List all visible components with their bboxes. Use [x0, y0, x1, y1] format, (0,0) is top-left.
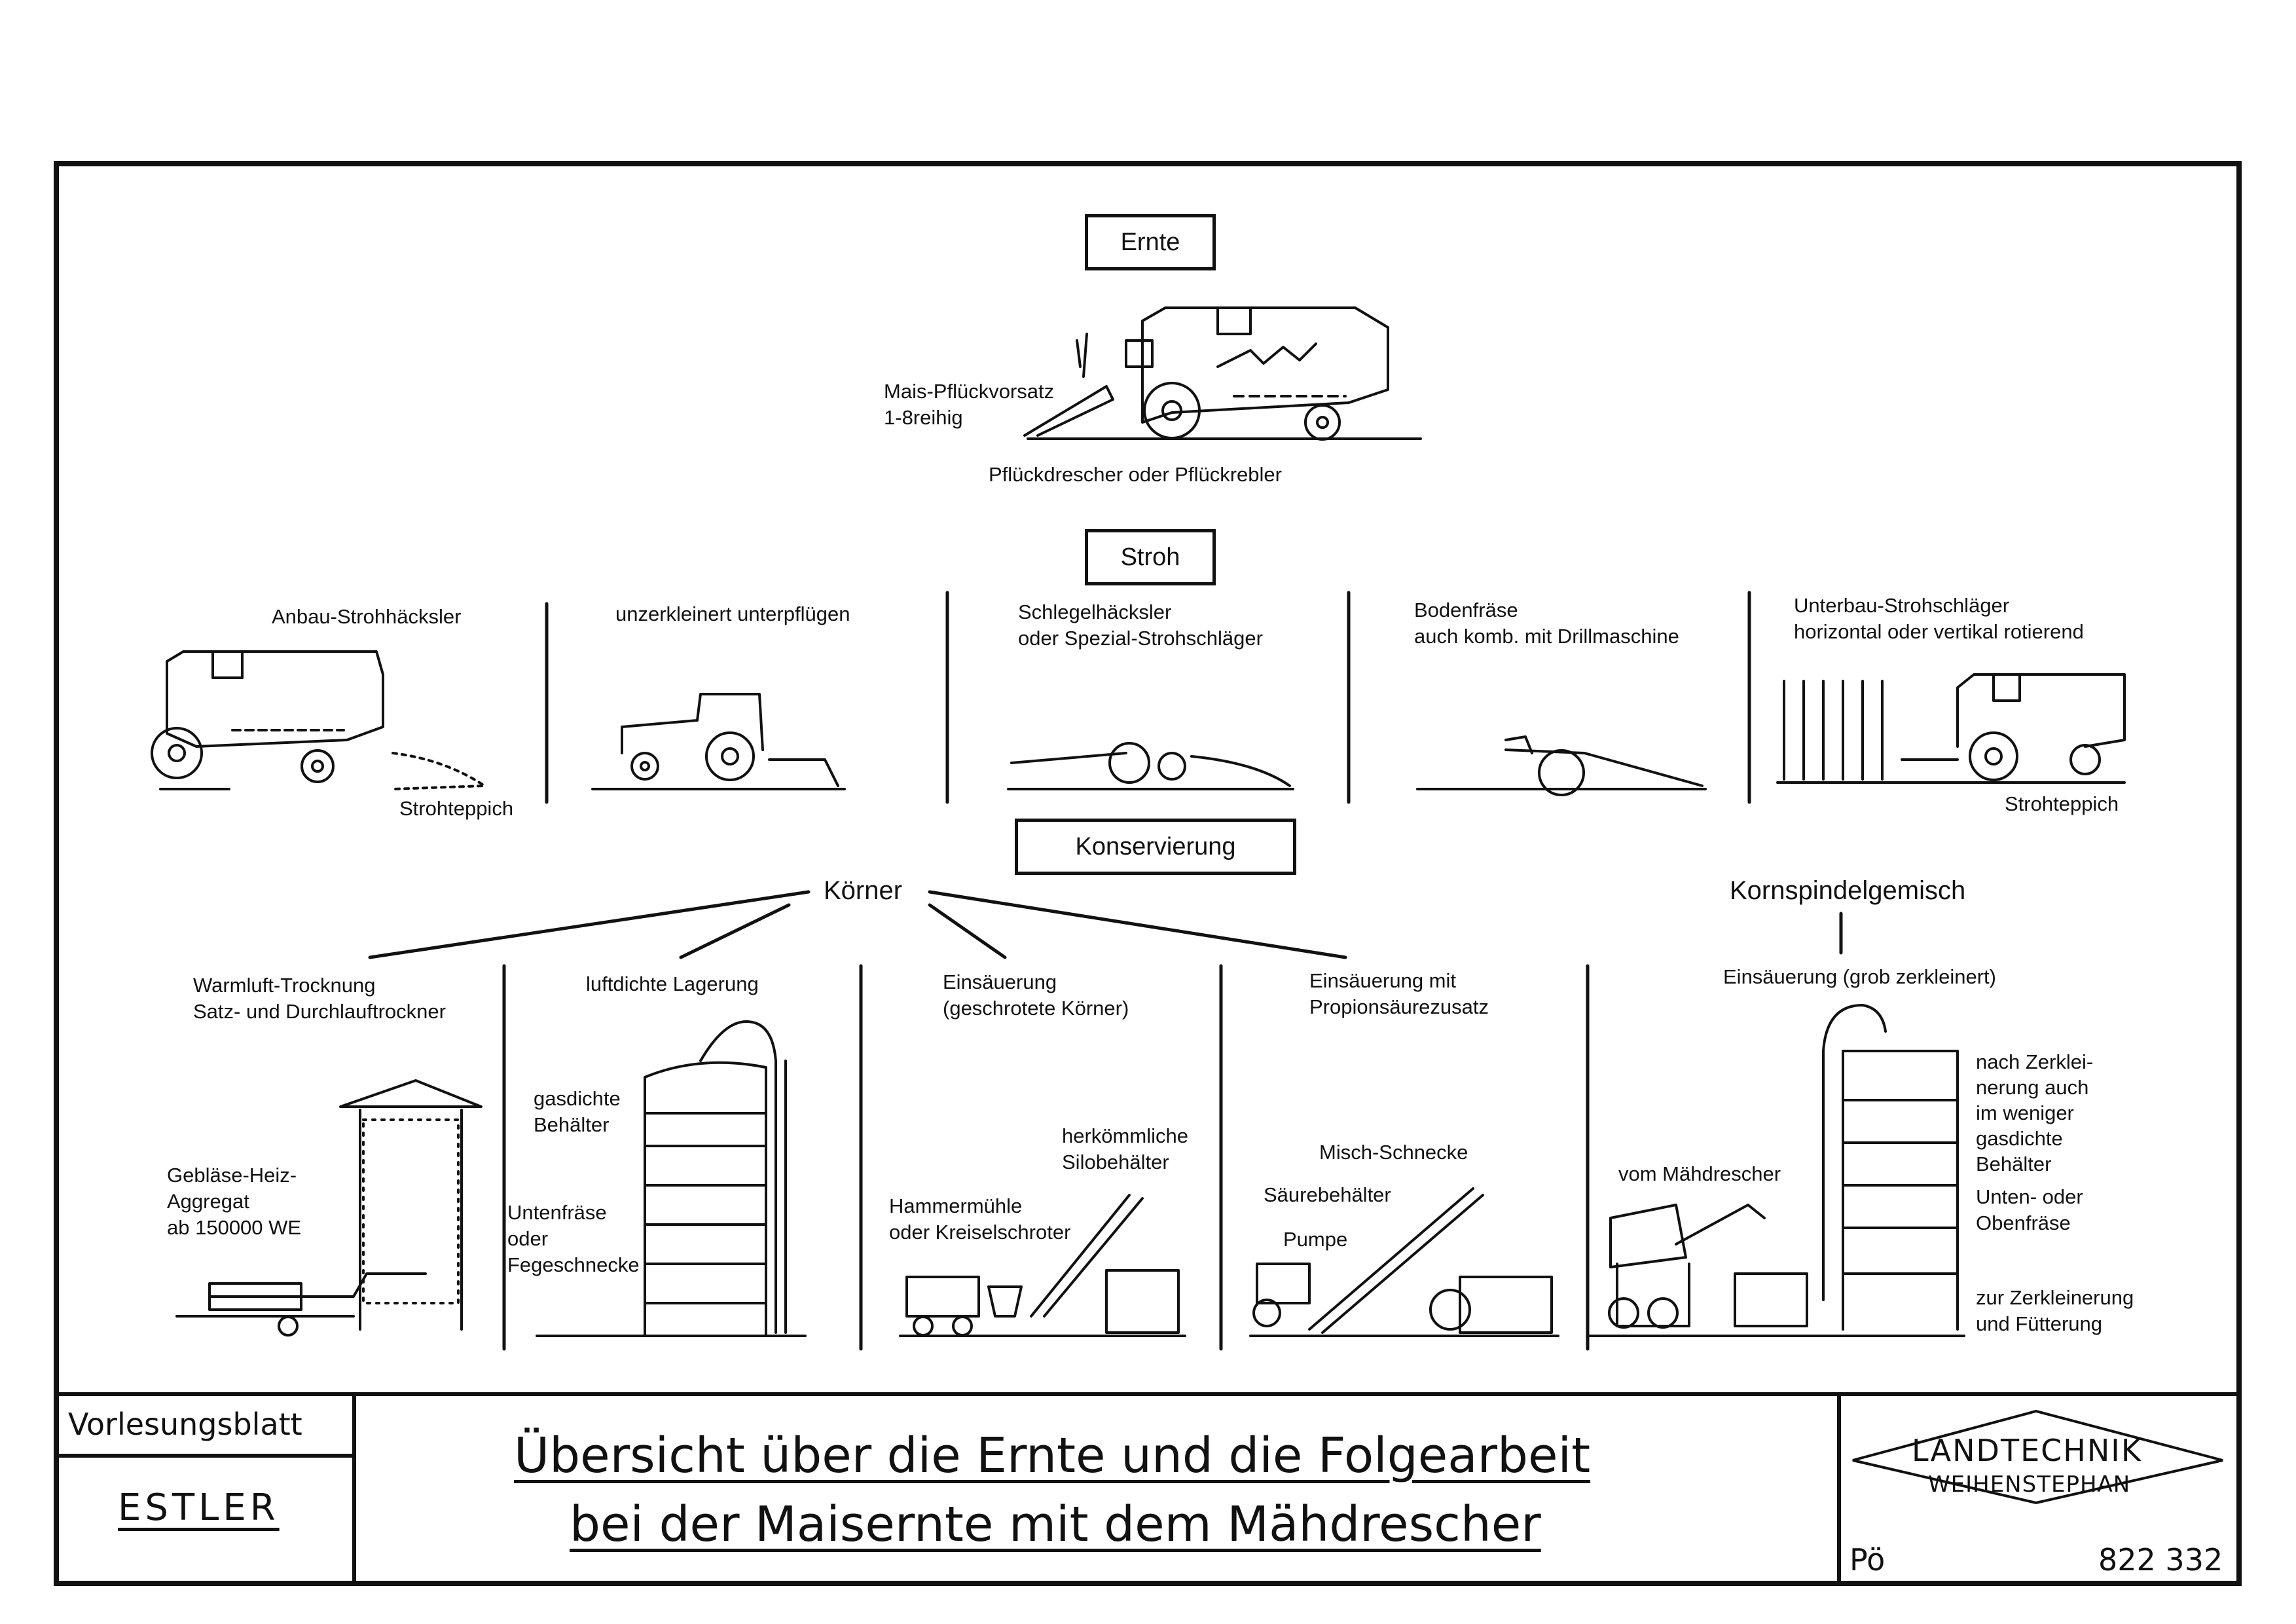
- method-label: Warmluft-Trocknung Satz- und Durchlauftr…: [193, 974, 446, 1023]
- footer-code-left: Pö: [1850, 1542, 1886, 1578]
- airtight-silo-sketch: [536, 1020, 807, 1337]
- straw-option-note: Strohteppich: [2005, 792, 2119, 815]
- straw-option-label: Schlegelhäcksler oder Spezial-Strohschlä…: [1018, 600, 1263, 650]
- ccm-silo-sketch: [1586, 1004, 1965, 1337]
- grain-heading: Körner: [824, 876, 903, 905]
- logo-line2: WEIHENSTEPHAN: [1928, 1471, 2131, 1498]
- method-note: zur Zerkleinerung und Fütterung: [1976, 1286, 2134, 1335]
- straw-heading-box: Stroh: [1085, 529, 1216, 585]
- straw-option-label: Bodenfräse auch komb. mit Drillmaschine: [1414, 599, 1679, 648]
- rotary-tiller-sketch: [1416, 735, 1707, 796]
- method-note: vom Mähdrescher: [1618, 1162, 1781, 1185]
- footer-title-cell: [352, 1392, 1841, 1586]
- conservation-heading-box: Konservierung: [1015, 819, 1296, 875]
- method-note: Unten- oder Obenfräse: [1976, 1185, 2083, 1234]
- connector-drying: [368, 890, 811, 959]
- straw-option-note: Strohteppich: [399, 797, 514, 820]
- method-note: Säurebehälter: [1264, 1183, 1391, 1206]
- method-note: Misch-Schnecke: [1319, 1141, 1468, 1164]
- method-note: Untenfräse oder Fegeschnecke: [507, 1201, 640, 1276]
- conservation-heading: Konservierung: [1075, 832, 1236, 860]
- hammer-mill-sketch: [899, 1194, 1186, 1337]
- combine-harvester-sketch: [1023, 306, 1422, 441]
- harvest-heading-box: Ernte: [1085, 214, 1216, 270]
- connector-acid: [928, 903, 1007, 959]
- footer-title-line2: bei der Maisernte mit dem Mähdrescher: [570, 1496, 1541, 1553]
- footer-code-right: 822 332: [2098, 1542, 2223, 1578]
- logo-line1: LANDTECHNIK: [1912, 1433, 2142, 1468]
- method-label: Einsäuerung mit Propionsäurezusatz: [1309, 969, 1489, 1018]
- method-label: Einsäuerung (grob zerkleinert): [1723, 965, 1996, 988]
- method-label: Einsäuerung (geschrotete Körner): [943, 970, 1129, 1020]
- propionic-acid-sketch: [1249, 1187, 1559, 1337]
- ccm-heading: Kornspindelgemisch: [1730, 876, 1966, 905]
- method-note: Gebläse-Heiz- Aggregat ab 150000 WE: [167, 1164, 302, 1239]
- straw-heading: Stroh: [1120, 543, 1180, 571]
- method-note: herkömmliche Silobehälter: [1062, 1124, 1188, 1173]
- straw-chopper-sketch: [151, 650, 486, 790]
- straw-option-label: Anbau-Strohhäcksler: [272, 605, 462, 628]
- underslung-chopper-sketch: [1776, 673, 2126, 784]
- harvest-caption: Pflückdrescher oder Pflückrebler: [989, 463, 1282, 486]
- harvest-header-label: Mais-Pflückvorsatz 1-8reihig: [884, 380, 1055, 429]
- footer-type-label: Vorlesungsblatt: [68, 1407, 302, 1442]
- harvest-heading: Ernte: [1120, 228, 1180, 256]
- tractor-plough-sketch: [591, 693, 846, 790]
- flail-mower-sketch: [1007, 742, 1294, 790]
- method-note: gasdichte Behälter: [534, 1087, 621, 1136]
- dryer-tower-sketch: [175, 1079, 483, 1337]
- method-note: Pumpe: [1283, 1228, 1348, 1251]
- straw-option-label: unzerkleinert unterpflügen: [615, 602, 850, 625]
- method-label: luftdichte Lagerung: [586, 972, 759, 995]
- straw-option-label: Unterbau-Strohschläger horizontal oder v…: [1794, 594, 2084, 643]
- footer-author: ESTLER: [118, 1486, 280, 1529]
- footer-title-line1: Übersicht über die Ernte und die Folgear…: [514, 1428, 1591, 1484]
- method-note: nach Zerklei- nerung auch im weniger gas…: [1976, 1050, 2094, 1175]
- connector-propionic: [928, 890, 1347, 959]
- method-note: Hammermühle oder Kreiselschroter: [889, 1194, 1071, 1244]
- footer-logo-cell: [1837, 1392, 2242, 1586]
- connector-airtight: [679, 903, 791, 959]
- landtechnik-logo: [1852, 1409, 2223, 1505]
